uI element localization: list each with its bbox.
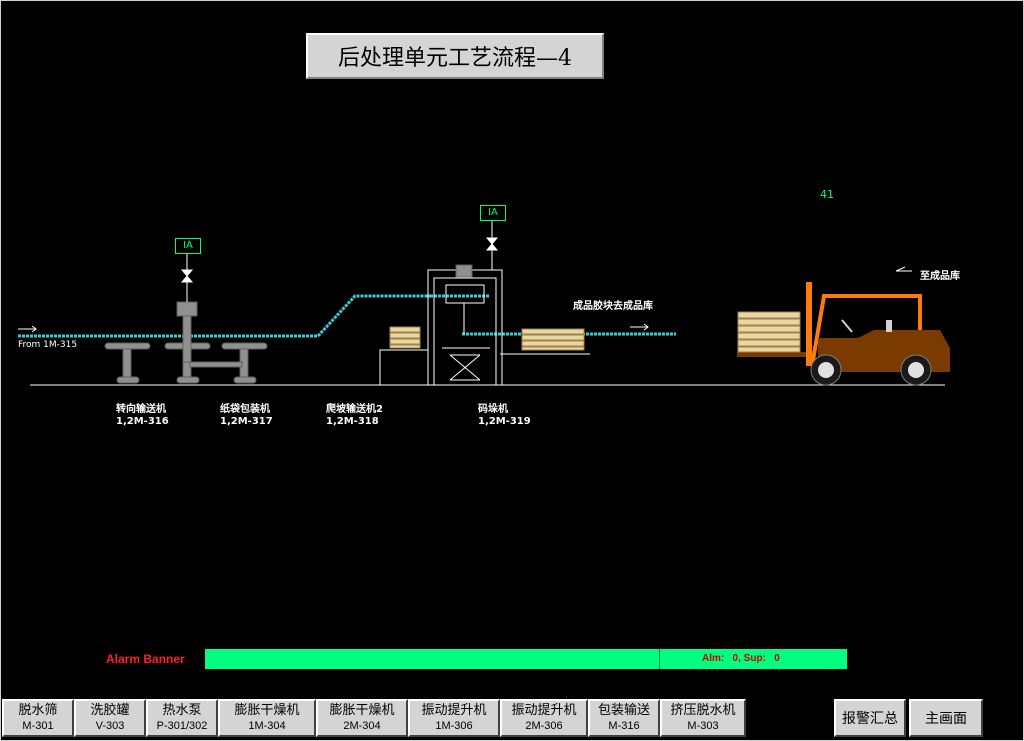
stacker-actuator: [455, 264, 473, 278]
nav-button-title: 膨胀干燥机: [329, 703, 395, 718]
product-label: 成品胶块去成品库: [573, 301, 653, 312]
equipment-label-stacker[interactable]: 码垛机 1,2M-319: [478, 404, 531, 428]
equipment-label-incline-conveyor[interactable]: 爬坡输送机2 1,2M-318: [326, 404, 383, 428]
alarm-summary-button[interactable]: 报警汇总: [834, 699, 906, 737]
nav-button-washing-tank[interactable]: 洗胶罐 V-303: [74, 699, 146, 737]
nav-button-title: 热水泵: [162, 703, 202, 718]
equipment-tag: 1,2M-317: [220, 416, 273, 427]
destination-label: 至成品库: [920, 271, 960, 282]
turning-conveyor-machine: [104, 342, 268, 384]
nav-button-tag: V-303: [95, 720, 125, 732]
nav-button-tag: 2M-304: [343, 720, 381, 732]
page-title: 后处理单元工艺流程—4: [306, 33, 604, 79]
nav-button-title: 振动提升机: [511, 703, 577, 718]
bale-counter: 41: [820, 188, 834, 201]
valve-icon: [180, 253, 194, 302]
alarm-status: Alm: 0, Sup: 0: [702, 653, 780, 664]
equipment-tag: 1,2M-316: [116, 416, 169, 427]
nav-button-tag: 2M-306: [525, 720, 563, 732]
alarm-banner-label: Alarm Banner: [106, 652, 185, 666]
nav-button-title: 洗胶罐: [90, 703, 130, 718]
bale-stack-small: [389, 326, 421, 349]
ia-indicator-316: IA: [175, 238, 201, 254]
nav-button-tag: M-301: [22, 720, 54, 732]
nav-button-expansion-dryer-1[interactable]: 膨胀干燥机 1M-304: [218, 699, 316, 737]
pusher-column: [176, 301, 198, 363]
equipment-name: 纸袋包装机: [220, 404, 270, 415]
nav-button-title: 脱水筛: [18, 703, 58, 718]
nav-button-extrusion-dewatering[interactable]: 挤压脱水机 M-303: [660, 699, 746, 737]
nav-button-packaging-conveyor[interactable]: 包装输送 M-316: [588, 699, 660, 737]
ia-indicator-319: IA: [480, 205, 506, 221]
nav-button-title: 包装输送: [597, 703, 650, 718]
equipment-label-bag-packer[interactable]: 纸袋包装机 1,2M-317: [220, 404, 273, 428]
inlet-arrow-icon: [18, 325, 37, 333]
equipment-name: 转向输送机: [116, 404, 166, 415]
nav-button-tag: 1M-304: [248, 720, 286, 732]
outlet-arrow-icon: [630, 323, 649, 331]
nav-button-dewatering-screen[interactable]: 脱水筛 M-301: [2, 699, 74, 737]
nav-button-vibrating-elevator-1[interactable]: 振动提升机 1M-306: [408, 699, 500, 737]
nav-button-title: 膨胀干燥机: [234, 703, 300, 718]
nav-button-tag: M-303: [687, 720, 719, 732]
equipment-name: 码垛机: [478, 404, 508, 415]
stacker-machine: [379, 269, 503, 386]
alarm-divider: [659, 649, 660, 669]
nav-button-title: 振动提升机: [421, 703, 487, 718]
equipment-tag: 1,2M-318: [326, 416, 379, 427]
nav-button-vibrating-elevator-2[interactable]: 振动提升机 2M-306: [500, 699, 588, 737]
forklift-icon: [737, 282, 950, 386]
alarm-banner[interactable]: Alm: 0, Sup: 0: [205, 649, 847, 669]
nav-button-expansion-dryer-2[interactable]: 膨胀干燥机 2M-304: [316, 699, 408, 737]
valve-icon: [485, 221, 499, 270]
equipment-tag: 1,2M-319: [478, 416, 531, 427]
nav-button-hot-water-pump[interactable]: 热水泵 P-301/302: [146, 699, 218, 737]
nav-button-tag: M-316: [608, 720, 640, 732]
nav-button-title: 挤压脱水机: [670, 703, 736, 718]
equipment-label-turning-conveyor[interactable]: 转向输送机 1,2M-316: [116, 404, 169, 428]
nav-button-tag: 1M-306: [435, 720, 473, 732]
nav-button-tag: P-301/302: [156, 720, 208, 732]
from-label: From 1M-315: [18, 340, 78, 350]
destination-arrow-icon: [895, 266, 912, 272]
bale-stack-outlet: [521, 328, 585, 351]
equipment-name: 爬坡输送机2: [326, 404, 383, 415]
main-conveyor: [18, 294, 430, 338]
main-screen-button[interactable]: 主画面: [909, 699, 983, 737]
